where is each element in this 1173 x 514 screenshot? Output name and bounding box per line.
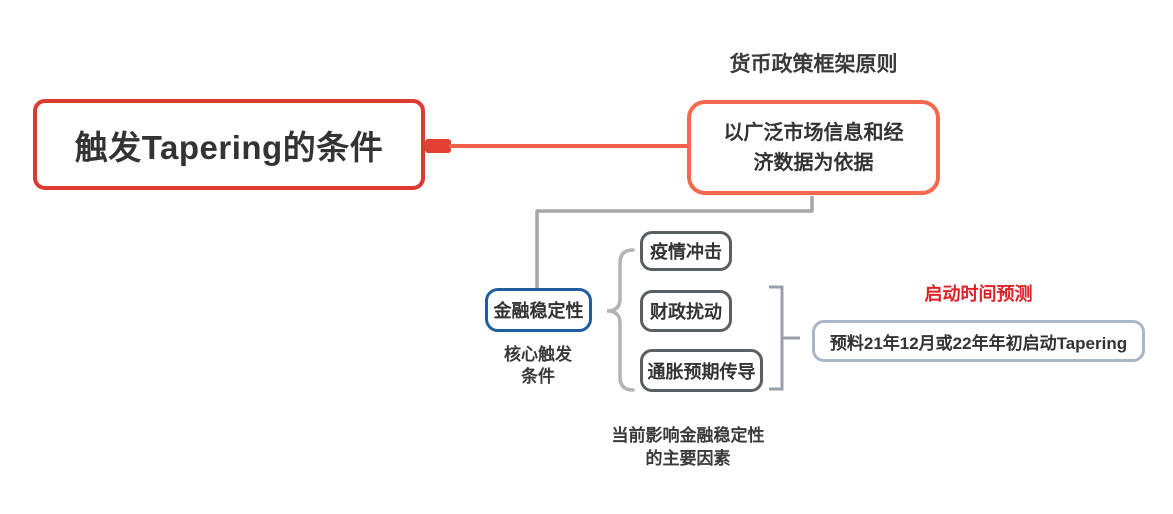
stability-caption-line2: 条件 <box>521 367 555 386</box>
prediction-branch-label: 启动时间预测 <box>924 284 1033 304</box>
curly-brace <box>606 248 635 392</box>
factor-node-label: 财政扰动 <box>650 302 722 322</box>
root-node[interactable]: 触发Tapering的条件 <box>33 99 425 190</box>
factors-caption-line1: 当前影响金融稳定性 <box>611 426 765 445</box>
stability-caption: 核心触发 条件 <box>478 344 598 388</box>
factor-node-pandemic-shock[interactable]: 疫情冲击 <box>640 231 732 271</box>
root-node-label: 触发Tapering的条件 <box>74 128 384 166</box>
factor-node-inflation-expectation[interactable]: 通胀预期传导 <box>640 349 763 392</box>
group-bracket <box>769 285 784 391</box>
stability-node[interactable]: 金融稳定性 <box>485 288 592 332</box>
factor-node-label: 疫情冲击 <box>650 242 722 262</box>
stability-node-label: 金融稳定性 <box>493 301 584 321</box>
stability-caption-line1: 核心触发 <box>504 345 572 364</box>
prediction-node[interactable]: 预料21年12月或22年年初启动Tapering <box>812 320 1145 362</box>
principle-node-line1: 以广泛市场信息和经 <box>723 121 904 144</box>
factor-node-label: 通胀预期传导 <box>647 361 756 382</box>
red-edge-nub <box>425 139 451 153</box>
prediction-node-label: 预料21年12月或22年年初启动Tapering <box>829 333 1128 353</box>
factors-caption: 当前影响金融稳定性 的主要因素 <box>588 424 788 470</box>
factors-caption-line2: 的主要因素 <box>645 449 731 468</box>
factor-node-fiscal-disturbance[interactable]: 财政扰动 <box>640 290 732 332</box>
principle-node[interactable]: 以广泛市场信息和经 济数据为依据 <box>687 100 940 195</box>
principle-node-line2: 济数据为依据 <box>753 151 874 174</box>
gray-elbow-connector <box>535 196 814 289</box>
principle-branch-label: 货币政策框架原则 <box>729 53 898 76</box>
